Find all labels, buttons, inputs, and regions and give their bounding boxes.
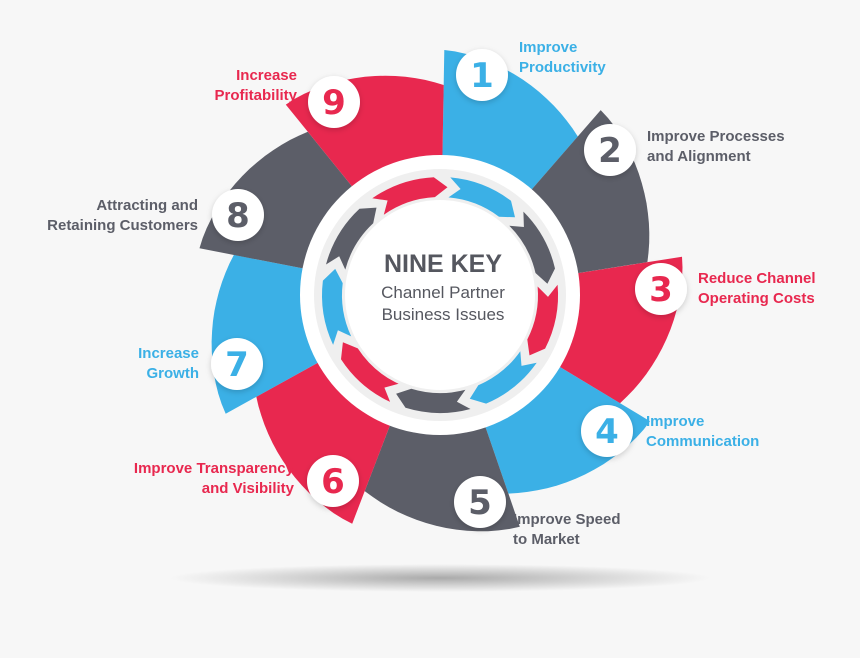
label-3-line1: Reduce Channel <box>698 270 816 287</box>
label-2-line2: and Alignment <box>647 148 751 165</box>
cycle-arrow-9 <box>372 177 448 215</box>
badge-number-8: 8 <box>226 196 250 236</box>
label-1-line2: Productivity <box>519 59 606 76</box>
center-subtitle-line2: Business Issues <box>382 305 505 324</box>
label-3-line2: Operating Costs <box>698 290 815 307</box>
label-4-line2: Communication <box>646 433 760 450</box>
badge-number-2: 2 <box>598 131 622 171</box>
label-9: Increase Profitability <box>214 66 297 106</box>
badge-circle-9 <box>308 76 360 128</box>
badge-1: 1 <box>456 49 508 101</box>
badge-5: 5 <box>454 476 506 528</box>
label-2-line1: Improve Processes <box>647 128 785 145</box>
label-7: Increase Growth <box>138 344 199 384</box>
badge-number-9: 9 <box>322 83 346 123</box>
label-5-line1: Improve Speed <box>513 511 621 528</box>
cycle-arrow-7 <box>322 268 352 345</box>
badge-circle-2 <box>584 124 636 176</box>
badge-circle-1 <box>456 49 508 101</box>
label-1: Improve Productivity <box>519 38 606 78</box>
label-3: Reduce Channel Operating Costs <box>698 269 816 309</box>
center-subtitle-line1: Channel Partner <box>381 283 505 302</box>
label-7-line2: Growth <box>146 365 200 382</box>
label-9-line1: Increase <box>236 67 297 84</box>
badge-number-3: 3 <box>649 270 673 310</box>
badge-number-1: 1 <box>470 56 494 96</box>
label-8-line2: Retaining Customers <box>47 217 198 234</box>
badge-circle-3 <box>635 263 687 315</box>
label-6-line2: and Visibility <box>201 480 294 497</box>
cycle-arrow-2 <box>509 211 555 284</box>
floor-shadow <box>170 564 710 592</box>
badge-number-4: 4 <box>595 412 619 452</box>
number-badges: 1 2 3 4 5 6 7 8 9 <box>211 49 687 528</box>
label-8-line1: Attracting and <box>96 197 198 214</box>
badge-7: 7 <box>211 338 263 390</box>
center-disc <box>345 200 535 390</box>
badge-4: 4 <box>581 405 633 457</box>
cycle-arrow-8 <box>326 207 377 270</box>
label-5-line2: to Market <box>513 531 580 548</box>
cycle-arrow-6 <box>341 342 399 402</box>
badge-circle-5 <box>454 476 506 528</box>
label-6-line1: Improve Transparency <box>133 460 294 477</box>
badge-circle-6 <box>307 455 359 507</box>
badge-number-5: 5 <box>468 483 492 523</box>
badge-3: 3 <box>635 263 687 315</box>
label-4: Improve Communication <box>646 412 759 452</box>
label-8: Attracting and Retaining Customers <box>47 196 198 236</box>
label-5: Improve Speed to Market <box>513 510 621 550</box>
cycle-arrows <box>322 177 559 413</box>
label-1-line1: Improve <box>519 39 578 56</box>
badge-number-7: 7 <box>225 345 249 385</box>
label-2: Improve Processes and Alignment <box>647 127 785 167</box>
badge-circle-7 <box>211 338 263 390</box>
badge-8: 8 <box>212 189 264 241</box>
center-title: NINE KEY <box>384 250 502 278</box>
cycle-arrow-3 <box>527 284 559 356</box>
label-9-line2: Profitability <box>214 87 297 104</box>
badge-number-6: 6 <box>321 462 345 502</box>
label-4-line1: Improve <box>646 413 705 430</box>
cycle-arrow-1 <box>448 177 515 218</box>
badge-9: 9 <box>308 76 360 128</box>
label-7-line1: Increase <box>138 345 199 362</box>
badge-circle-4 <box>581 405 633 457</box>
badge-6: 6 <box>307 455 359 507</box>
badge-2: 2 <box>584 124 636 176</box>
cycle-arrow-4 <box>469 351 537 404</box>
label-6: Improve Transparency and Visibility <box>134 459 294 499</box>
badge-circle-8 <box>212 189 264 241</box>
cycle-arrow-5 <box>396 388 471 413</box>
